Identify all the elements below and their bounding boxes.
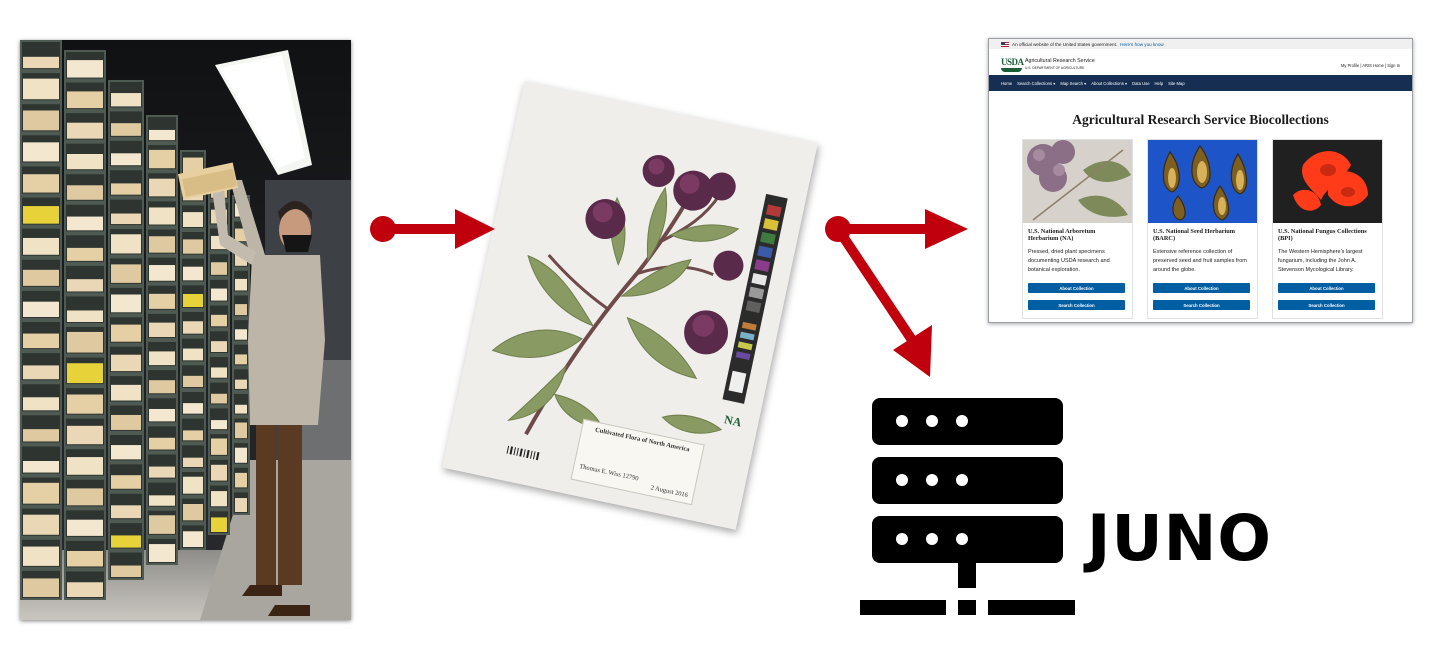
card-title: U.S. National Fungus Collections (BPI) (1278, 228, 1367, 242)
barcode (506, 445, 540, 461)
about-collection-button[interactable]: About Collection (1028, 283, 1125, 293)
seed-herbarium-image (1148, 140, 1257, 223)
main-nav: Home Search Collections ▾ Map Search ▾ A… (989, 75, 1412, 91)
nav-home[interactable]: Home (1001, 80, 1013, 86)
card-description: Extensive reference collection of preser… (1153, 249, 1247, 274)
site-header: USDA Agricultural Research Service U.S. … (989, 49, 1412, 75)
collection-card-bpi: U.S. National Fungus Collections (BPI) T… (1272, 139, 1383, 319)
color-calibration-bar (722, 193, 788, 404)
herbarium-specimen-sheet: Cultivated Flora of North America Thomas… (442, 81, 818, 530)
usda-logo[interactable]: USDA (1001, 57, 1024, 72)
person-figure (177, 162, 325, 616)
collection-card-na: U.S. National Arboretum Herbarium (NA) P… (1022, 139, 1133, 319)
server-stack-icon (860, 398, 1075, 615)
search-collection-button[interactable]: Search Collection (1278, 300, 1375, 310)
gov-banner-link[interactable]: Here’s how you know (1120, 41, 1164, 47)
card-description: Pressed, dried plant specimens documenti… (1028, 249, 1110, 274)
arrow-photo-to-specimen (370, 209, 495, 249)
arboretum-herbarium-image (1023, 140, 1132, 223)
nav-search-collections[interactable]: Search Collections ▾ (1017, 80, 1056, 86)
arrow-specimen-to-server (833, 226, 932, 377)
collection-card-barc: U.S. National Seed Herbarium (BARC) Exte… (1147, 139, 1258, 319)
nav-about-collections[interactable]: About Collections ▾ (1091, 80, 1128, 86)
about-collection-button[interactable]: About Collection (1278, 283, 1375, 293)
gov-banner-text: An official website of the United States… (1012, 41, 1118, 47)
ars-biocollections-website: An official website of the United States… (988, 38, 1413, 323)
gov-banner: An official website of the United States… (989, 39, 1412, 49)
search-collection-button[interactable]: Search Collection (1028, 300, 1125, 310)
department-name: U.S. DEPARTMENT OF AGRICULTURE (1025, 66, 1085, 70)
nav-data-use[interactable]: Data Use (1132, 80, 1150, 86)
about-collection-button[interactable]: About Collection (1153, 283, 1250, 293)
us-flag-icon (1001, 41, 1009, 47)
fungus-collection-image (1273, 140, 1382, 223)
server-label: JUNO (1087, 502, 1272, 575)
page-title: Agricultural Research Service Biocollect… (1072, 112, 1329, 127)
search-collection-button[interactable]: Search Collection (1153, 300, 1250, 310)
herbarium-cabinet-photo (20, 40, 351, 620)
utility-links[interactable]: My Profile | ARIS Home | Sign In (1340, 63, 1400, 68)
nav-help[interactable]: Help (1154, 80, 1164, 86)
card-title: U.S. National Arboretum Herbarium (NA) (1028, 228, 1096, 242)
agency-name: Agricultural Research Service (1025, 58, 1095, 64)
collection-cards: U.S. National Arboretum Herbarium (NA) P… (1022, 139, 1383, 319)
nav-map-search[interactable]: Map Search ▾ (1060, 80, 1087, 86)
card-description: The Western Hemisphere’s largest fungari… (1278, 249, 1363, 274)
nav-site-map[interactable]: Site Map (1168, 80, 1185, 86)
card-title: U.S. National Seed Herbarium (BARC) (1153, 228, 1236, 242)
